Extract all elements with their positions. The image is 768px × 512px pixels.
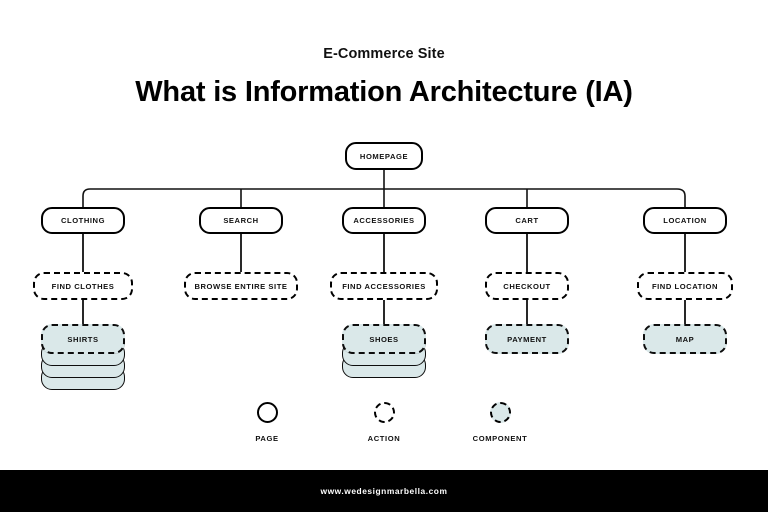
node-map[interactable]: MAP: [643, 324, 727, 354]
node-homepage[interactable]: HOMEPAGE: [345, 142, 423, 170]
node-label: MAP: [675, 334, 695, 344]
node-find-clothes[interactable]: FIND CLOTHES: [33, 272, 133, 300]
node-find-location[interactable]: FIND LOCATION: [637, 272, 733, 300]
node-label: SEARCH: [223, 216, 259, 225]
node-payment[interactable]: PAYMENT: [485, 324, 569, 354]
node-browse-entire-site[interactable]: BROWSE ENTIRE SITE: [184, 272, 298, 300]
footer-url[interactable]: www.wedesignmarbella.com: [320, 486, 448, 496]
node-label: PAYMENT: [507, 334, 547, 344]
node-checkout[interactable]: CHECKOUT: [485, 272, 569, 300]
footer-bar: www.wedesignmarbella.com: [0, 470, 768, 512]
page-title: What is Information Architecture (IA): [135, 76, 633, 108]
node-label: ACCESSORIES: [353, 216, 415, 225]
node-cart[interactable]: CART: [485, 207, 569, 234]
page-circle-icon: [256, 402, 278, 423]
legend-label: COMPONENT: [472, 434, 528, 443]
node-label: FIND ACCESSORIES: [342, 281, 426, 291]
node-label: CLOTHING: [60, 216, 106, 225]
node-label: CART: [515, 216, 539, 225]
legend-item-component: COMPONENT: [460, 402, 540, 443]
node-label: BROWSE ENTIRE SITE: [194, 281, 288, 291]
node-label: SHIRTS: [67, 334, 99, 344]
legend-item-action: ACTION: [344, 402, 424, 443]
node-label: SHOES: [369, 334, 399, 344]
ia-sitemap-diagram: HOMEPAGE CLOTHING SEARCH ACCESSORIES CAR…: [33, 142, 733, 443]
component-circle-icon: [489, 402, 511, 423]
node-label: CHECKOUT: [503, 281, 551, 291]
legend-label: ACTION: [367, 434, 401, 443]
node-accessories[interactable]: ACCESSORIES: [342, 207, 426, 234]
slide-subtitle: E-Commerce Site: [323, 46, 445, 62]
node-shirts[interactable]: SHIRTS: [41, 324, 125, 354]
node-shoes[interactable]: SHOES: [342, 324, 426, 354]
node-find-accessories[interactable]: FIND ACCESSORIES: [330, 272, 438, 300]
node-label: FIND LOCATION: [651, 281, 719, 291]
connector-lines: [82, 170, 686, 324]
action-circle-icon: [373, 402, 395, 423]
legend-item-page: PAGE: [227, 402, 307, 443]
node-label: FIND CLOTHES: [51, 281, 115, 291]
node-clothing[interactable]: CLOTHING: [41, 207, 125, 234]
node-label: LOCATION: [663, 216, 707, 225]
node-search[interactable]: SEARCH: [199, 207, 283, 234]
node-location[interactable]: LOCATION: [643, 207, 727, 234]
node-label: HOMEPAGE: [359, 151, 409, 161]
legend-label: PAGE: [255, 434, 279, 443]
